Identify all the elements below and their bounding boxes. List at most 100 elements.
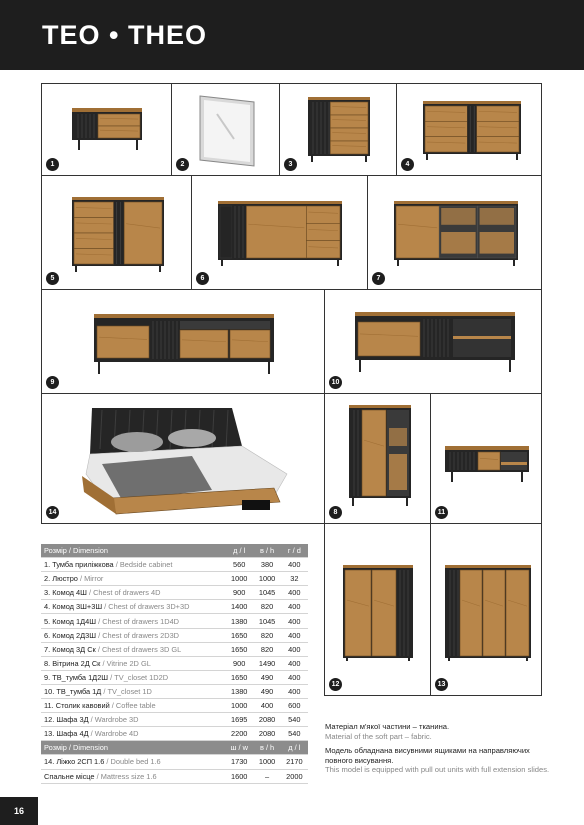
row-value: 400 [280, 684, 308, 700]
row-value: 1600 [224, 769, 254, 784]
item-badge: 9 [46, 376, 59, 389]
note-en: This model is equipped with pull out uni… [325, 765, 550, 774]
row-value: 400 [280, 557, 308, 573]
row-value: 400 [280, 656, 308, 671]
row-name-separator: / [101, 686, 108, 696]
row-value: 1045 [253, 613, 281, 629]
row-value: 1730 [224, 754, 254, 770]
row-value: 400 [280, 613, 308, 629]
row-value: 2000 [280, 769, 308, 784]
row-name-ua: 9. ТВ_тумба 1Д2Ш [44, 672, 109, 682]
item-badge: 10 [329, 376, 342, 389]
coffee-table-illustration [445, 446, 529, 482]
item-cell-6[interactable]: 6 [191, 175, 368, 290]
column-header-length: д / l [280, 740, 308, 756]
row-value: – [253, 769, 281, 784]
item-cell-10[interactable]: 10 [324, 289, 542, 394]
chest-illustration [308, 97, 370, 162]
column-header-height: в / h [253, 740, 281, 756]
row-name: 12. Шафа 3Д / Wardrobe 3D [41, 712, 225, 728]
row-name-en: Chest of drawers 2D3D [102, 630, 180, 640]
row-name-separator: / [96, 616, 103, 626]
row-name-separator: / [109, 701, 116, 711]
row-value: 490 [253, 684, 281, 700]
row-name: Спальне місце / Mattress size 1.6 [41, 769, 225, 784]
row-name-separator: / [96, 630, 103, 640]
row-value: 1380 [224, 613, 254, 629]
item-badge: 6 [196, 272, 209, 285]
row-name-ua: 1. Тумба приліжкова [44, 560, 114, 570]
dimension-table: Розмір / Dimension д / l в / h г / d 1. … [41, 544, 308, 784]
row-name-en: Wardrobe 4D [94, 729, 139, 739]
nightstand-illustration [72, 108, 142, 150]
note-soft-part: Матеріал м'якої частини – тканина. Mater… [325, 722, 555, 741]
mirror-illustration [199, 95, 255, 167]
column-header-depth: г / d [280, 544, 308, 559]
item-cell-13[interactable]: 13 [430, 523, 542, 696]
item-cell-8[interactable]: 8 [324, 393, 431, 524]
item-cell-4[interactable]: 4 [396, 83, 542, 176]
item-cell-5[interactable]: 5 [41, 175, 192, 290]
item-badge: 1 [46, 158, 59, 171]
row-value: 400 [280, 628, 308, 643]
row-value: 540 [280, 726, 308, 742]
table-header-row: Розмір / Dimension ш / w в / h д / l [41, 740, 308, 756]
row-name-en: Chest of drawers 1D4D [102, 616, 180, 626]
chest-illustration [394, 201, 518, 266]
row-name-en: Mattress size 1.6 [100, 771, 157, 781]
row-value: 1400 [224, 599, 254, 615]
item-cell-11[interactable]: 11 [430, 393, 542, 524]
row-name-separator: / [113, 560, 120, 570]
chest-illustration [218, 201, 342, 266]
row-name: 5. Комод 1Д4Ш / Chest of drawers 1D4D [41, 613, 225, 629]
row-name-en: TV_closet 1D [107, 686, 152, 696]
item-badge: 4 [401, 158, 414, 171]
wardrobe-illustration [445, 565, 531, 661]
item-cell-12[interactable]: 12 [324, 523, 431, 696]
row-name: 10. ТВ_тумба 1Д / TV_closet 1D [41, 684, 225, 700]
item-badge: 11 [435, 506, 448, 519]
row-name-en: Wardrobe 3D [94, 715, 139, 725]
row-value: 1045 [253, 585, 281, 601]
row-value: 1000 [253, 571, 281, 587]
item-cell-3[interactable]: 3 [279, 83, 397, 176]
item-badge: 2 [176, 158, 189, 171]
chest-illustration [423, 101, 521, 160]
item-cell-14[interactable]: 14 [41, 393, 325, 524]
row-name-en: Bedside cabinet [119, 560, 173, 570]
item-cell-1[interactable]: 1 [41, 83, 172, 176]
item-cell-7[interactable]: 7 [367, 175, 542, 290]
row-value: 820 [253, 599, 281, 615]
page-title: TEO • THEO [42, 20, 207, 50]
row-value: 1650 [224, 670, 254, 685]
row-value: 490 [253, 670, 281, 685]
row-name: 7. Комод 3Д Ск / Chest of drawers 3D GL [41, 642, 225, 657]
item-cell-2[interactable]: 2 [171, 83, 280, 176]
row-name-ua: 5. Комод 1Д4Ш [44, 616, 97, 626]
page-number: 16 [0, 797, 38, 825]
row-name-ua: 12. Шафа 3Д [44, 715, 89, 725]
row-value: 600 [280, 698, 308, 714]
chest-illustration [72, 197, 164, 272]
wardrobe-illustration [343, 565, 413, 661]
row-name: 2. Люстро / Mirror [41, 571, 225, 587]
row-value: 400 [280, 585, 308, 601]
row-value: 1000 [224, 698, 254, 714]
row-name-ua: 13. Шафа 4Д [44, 729, 89, 739]
row-value: 2170 [280, 754, 308, 770]
row-value: 1695 [224, 712, 254, 728]
row-value: 820 [253, 642, 281, 657]
item-cell-9[interactable]: 9 [41, 289, 325, 394]
row-name-ua: 8. Вітрина 2Д Ск [44, 658, 101, 668]
row-value: 32 [280, 571, 308, 587]
row-value: 540 [280, 712, 308, 728]
notes: Матеріал м'якої частини – тканина. Mater… [325, 722, 555, 780]
row-name-en: Vitrine 2D GL [106, 658, 151, 668]
note-ua: Модель обладнана висувними ящиками на на… [325, 746, 530, 765]
